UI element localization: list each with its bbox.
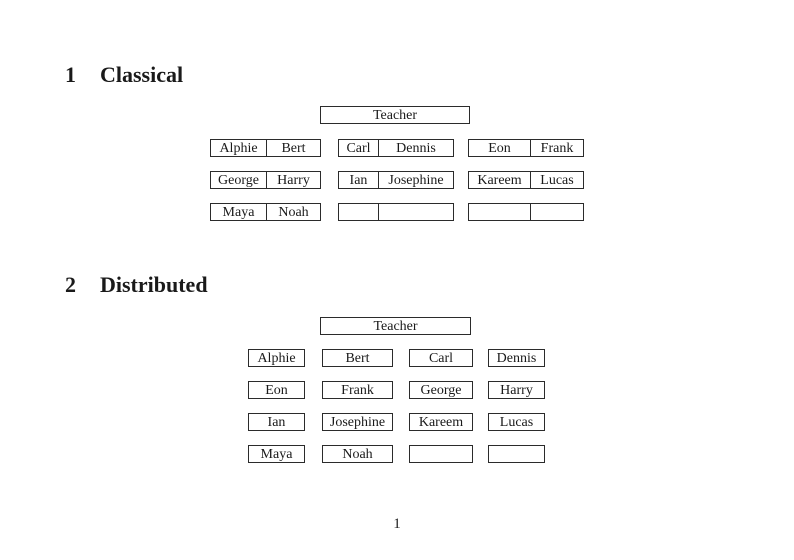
seat: Bert [322,349,393,367]
seat: Eon [248,381,305,399]
seat: Noah [322,445,393,463]
seat-cell: Eon [488,140,511,156]
seat: Frank [322,381,393,399]
seat-cell [378,204,453,220]
desk: Carl Dennis [338,139,454,157]
seat-cell: Kareem [477,172,522,188]
seat: Harry [488,381,545,399]
desk: George Harry [210,171,321,189]
seat-empty [488,445,545,463]
seat-cell: Frank [530,140,583,156]
seat-cell: Harry [266,172,320,188]
teacher-box-distributed: Teacher [320,317,471,335]
seat: Dennis [488,349,545,367]
seat-cell: Bert [266,140,320,156]
seat: George [409,381,473,399]
seat-cell: Josephine [378,172,453,188]
desk-empty [468,203,584,221]
seat-cell: Noah [266,204,320,220]
section-2-number: 2 [65,272,76,297]
desk: Ian Josephine [338,171,454,189]
seat-cell: Alphie [219,140,258,156]
desk-empty [338,203,454,221]
seat-cell: Maya [222,204,255,220]
seat: Josephine [322,413,393,431]
desk: Eon Frank [468,139,584,157]
seat-empty [409,445,473,463]
seat: Ian [248,413,305,431]
desk: Kareem Lucas [468,171,584,189]
desk: Alphie Bert [210,139,321,157]
desk: Maya Noah [210,203,321,221]
seat-cell [469,204,530,220]
section-1-number: 1 [65,62,76,87]
seat: Lucas [488,413,545,431]
seat-cell: Lucas [530,172,583,188]
seat-cell: Ian [349,172,368,188]
section-2-title: Distributed [100,272,208,297]
seat-cell: George [218,172,259,188]
section-1-title: Classical [100,62,184,87]
page-number: 1 [393,516,401,532]
seat: Kareem [409,413,473,431]
seat-cell [339,204,378,220]
seat: Carl [409,349,473,367]
seat-cell [530,204,583,220]
seat-cell: Carl [346,140,371,156]
seat: Maya [248,445,305,463]
seat-cell: Dennis [378,140,453,156]
teacher-box-classical: Teacher [320,106,470,124]
seat: Alphie [248,349,305,367]
